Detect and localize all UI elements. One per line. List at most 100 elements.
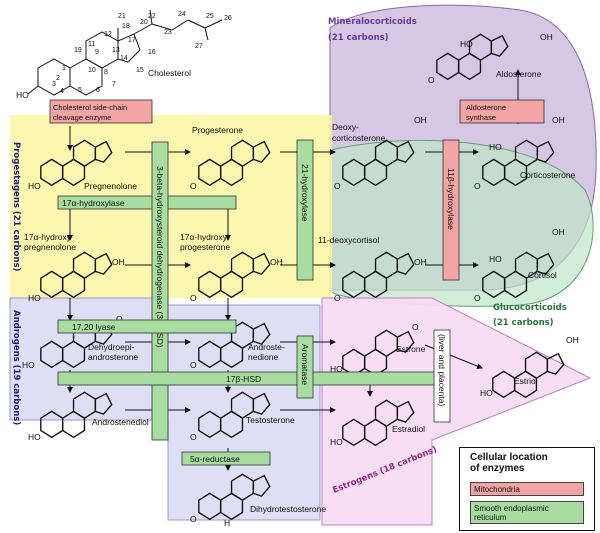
cortisol-o: O <box>474 293 481 303</box>
enzyme-aldosterone-synthase-label-2: synthase <box>466 113 496 122</box>
legend: Cellular location of enzymes Mitochondri… <box>459 447 595 531</box>
dhea-label-2: androsterone <box>88 352 138 362</box>
corticosterone-ho: HO <box>489 142 502 152</box>
pregnenolone-ho: HO <box>28 181 41 191</box>
corticosterone-o: O <box>474 181 481 191</box>
carbon-number: 16 <box>148 49 156 56</box>
carbon-number: 21 <box>118 13 126 20</box>
carbon-number: 2 <box>56 75 60 82</box>
cortisol-label: Cortisol <box>528 270 557 280</box>
enzyme-5a-reductase: 5α-reductase <box>181 451 271 466</box>
cortisol-ho: HO <box>489 254 502 264</box>
deoxycortisol-oh: OH <box>414 257 427 267</box>
enzyme-17b-hsd: 17β-HSD <box>57 371 437 386</box>
carbon-number: 4 <box>60 88 64 95</box>
androstenediol-label: Androstenediol <box>92 417 149 427</box>
aldosterone-label: Aldosterone <box>496 69 542 79</box>
deoxycorticosterone-label-2: corticosterone <box>332 133 386 143</box>
hydroxypregnenolone-ho: HO <box>28 293 41 303</box>
legend-smooth-er: Smooth endoplasmic reticulum <box>470 501 584 524</box>
carbon-number: 24 <box>178 11 186 18</box>
estriol-oh: OH <box>566 335 579 345</box>
enzyme-21-hydroxylase-label: 21-hydroxylase <box>300 164 310 222</box>
corticosterone-oh: OH <box>552 115 565 125</box>
corticosterone-label: Corticosterone <box>520 170 576 180</box>
hydroxypregnenolone-label-1: 17α-hydroxy <box>24 232 72 242</box>
dhea-label-1: Dehydroepi- <box>88 342 134 352</box>
androstenedione-label-2: nedione <box>248 352 279 362</box>
carbon-number: 23 <box>164 29 172 36</box>
enzyme-aromatase: Aromatase <box>296 335 314 399</box>
pregnenolone-label: Pregnenolone <box>84 181 137 191</box>
deoxycorticosterone-label-1: Deoxy- <box>332 122 359 132</box>
enzyme-3b-hsd-label: 3-beta-hydroxysteroid dehydrogenase (3β-… <box>155 166 165 348</box>
dht-o: O <box>190 514 197 524</box>
enzyme-liver-placenta: (liver and placenta) <box>433 329 451 423</box>
dhea-o: O <box>116 314 123 324</box>
enzyme-1720-lyase: 17,20 lyase <box>57 319 237 334</box>
carbon-number: 19 <box>74 47 82 54</box>
enzyme-11b-hydroxylase-label: 11β-hydroxylase <box>446 168 456 230</box>
enzyme-17a-hydroxylase-label: 17α-hydroxylase <box>62 198 125 208</box>
enzyme-liver-placenta-label: (liver and placenta) <box>437 334 447 406</box>
carbon-number: 5 <box>78 87 82 94</box>
enzyme-21-hydroxylase: 21-hydroxylase <box>296 139 314 281</box>
aldosterone-o: O <box>428 75 435 85</box>
glucocorticoids-subtitle: (21 carbons) <box>493 318 554 328</box>
enzyme-3b-hsd: 3-beta-hydroxysteroid dehydrogenase (3β-… <box>151 141 169 441</box>
androstenedione-label-1: Androste- <box>248 342 285 352</box>
aldosterone-oh: OH <box>540 32 553 42</box>
carbon-number: 25 <box>206 13 214 20</box>
carbon-number: 14 <box>120 55 128 62</box>
testosterone-o: O <box>190 432 197 442</box>
carbon-number: 20 <box>140 19 148 26</box>
carbon-number: 9 <box>95 49 99 56</box>
carbon-number: 10 <box>88 67 96 74</box>
deoxycortisol-label: 11-deoxycortisol <box>318 235 379 245</box>
dhea-ho: HO <box>22 360 35 370</box>
enzyme-1720-lyase-label: 17,20 lyase <box>72 322 116 332</box>
deoxycorticosterone-o: O <box>334 181 341 191</box>
carbon-number: 22 <box>148 13 156 20</box>
cortisol-oh: OH <box>552 227 565 237</box>
cholesterol-label: Cholesterol <box>148 68 191 78</box>
estriol-label: Estriol <box>514 376 538 386</box>
hydroxyprogesterone-o: O <box>190 293 197 303</box>
cholesterol-structure <box>27 9 223 96</box>
estradiol-ho: HO <box>330 437 343 447</box>
enzyme-aromatase-label: Aromatase <box>300 344 310 385</box>
cholesterol-carbon-numbers: 1 2 3 4 5 6 7 8 9 10 11 12 13 14 15 16 1… <box>52 11 232 95</box>
dht-label: Dihydrotestosterone <box>250 504 326 514</box>
legend-mitochondria-label: Mitochondria <box>474 485 520 494</box>
legend-title-line-2: of enzymes <box>470 463 525 474</box>
estradiol-label: Estradiol <box>392 424 425 434</box>
carbon-number: 15 <box>136 67 144 74</box>
carbon-number: 3 <box>52 81 56 88</box>
enzyme-17b-hsd-label: 17β-HSD <box>226 374 261 384</box>
carbon-number: 8 <box>104 69 108 76</box>
legend-title-line-1: Cellular location <box>470 452 548 463</box>
carbon-number: 11 <box>88 41 95 48</box>
legend-title: Cellular location of enzymes <box>470 452 590 474</box>
enzyme-17a-hydroxylase: 17α-hydroxylase <box>57 195 237 210</box>
carbon-number: 6 <box>96 87 100 94</box>
enzyme-11b-hydroxylase: 11β-hydroxylase <box>442 139 460 281</box>
estrone-ho: HO <box>330 364 343 374</box>
hydroxyprogesterone-oh: OH <box>270 257 283 267</box>
progesterone-o: O <box>190 181 197 191</box>
enzyme-5a-reductase-label: 5α-reductase <box>190 454 240 464</box>
mineralocorticoids-subtitle: (21 carbons) <box>328 33 389 43</box>
carbon-number: 27 <box>195 43 203 50</box>
enzyme-side-chain-cleavage: Cholesterol side-chain cleavage enzyme <box>49 99 153 124</box>
deoxycortisol-o: O <box>334 293 341 303</box>
hydroxypregnenolone-label-2: pregnenolone <box>24 242 76 252</box>
carbon-number: 7 <box>112 81 116 88</box>
hydroxypregnenolone-oh: OH <box>112 257 125 267</box>
hydroxyprogesterone-label-2: progesterone <box>180 242 230 252</box>
legend-smooth-er-label-2: reticulum <box>474 513 507 522</box>
hydroxyprogesterone-label-1: 17α-hydroxy <box>180 232 228 242</box>
carbon-number: 1 <box>62 65 66 72</box>
carbon-number: 12 <box>104 31 112 38</box>
testosterone-label: Testosterone <box>246 415 295 425</box>
